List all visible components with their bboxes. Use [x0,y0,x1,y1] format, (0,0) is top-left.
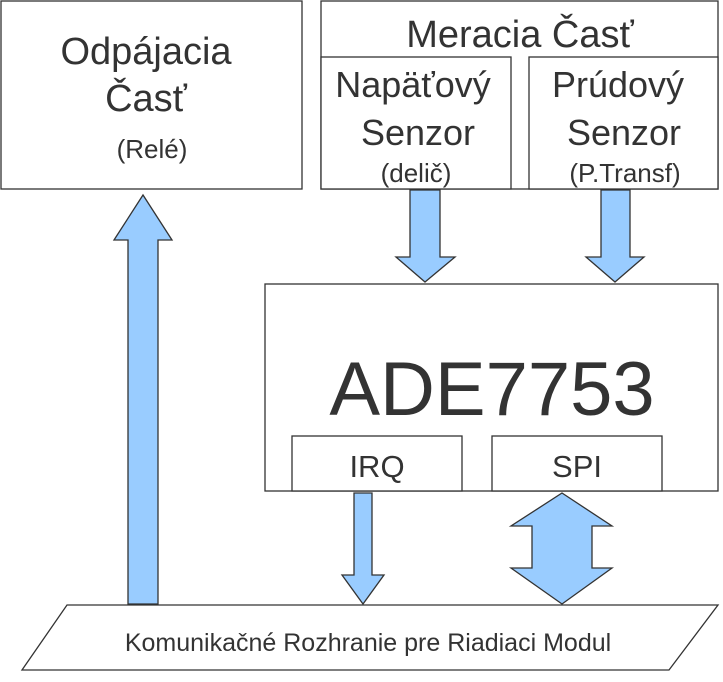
switching-part-line2: Časť [105,76,188,120]
switching-part-line1: Odpájacia [60,31,232,73]
arrow-down-irq-to-bus [340,492,386,606]
chip-name: ADE7753 [329,347,654,432]
spi-port-label: SPI [552,449,602,484]
current-sensor-note: (P.Transf) [569,158,680,188]
irq-port-box [291,435,463,492]
measuring-part-title: Meracia Časť [406,12,634,56]
arrow-up-to-relay [112,193,174,605]
communication-interface-label: Komunikačné Rozhranie pre Riadiaci Modul [125,629,611,657]
current-sensor-box [528,56,719,190]
voltage-sensor-note: (delič) [381,158,452,188]
current-sensor-line2: Senzor [567,112,681,153]
irq-port-label: IRQ [349,449,404,484]
spi-port-box [491,435,663,492]
arrow-bidirectional-spi-bus [508,492,615,605]
voltage-sensor-line2: Senzor [361,112,475,153]
voltage-sensor-box [320,56,512,190]
measuring-part-block: Meracia Časť Napäťový Senzor (delič) Prú… [320,0,719,190]
voltage-sensor-line1: Napäťový [335,64,491,105]
communication-interface-shape [20,604,720,671]
current-sensor-block: Prúdový Senzor (P.Transf) [528,56,719,190]
voltage-sensor-block: Napäťový Senzor (delič) [320,56,512,190]
switching-part-box [0,0,303,190]
switching-part-note: (Relé) [117,134,188,164]
current-sensor-line1: Prúdový [552,64,684,105]
switching-part-block: Odpájacia Časť (Relé) [0,0,303,190]
arrow-down-current-to-chip [584,189,646,283]
communication-interface-block: Komunikačné Rozhranie pre Riadiaci Modul [20,604,720,671]
arrow-down-voltage-to-chip [394,189,457,283]
chip-block: ADE7753 IRQ SPI [264,283,719,492]
